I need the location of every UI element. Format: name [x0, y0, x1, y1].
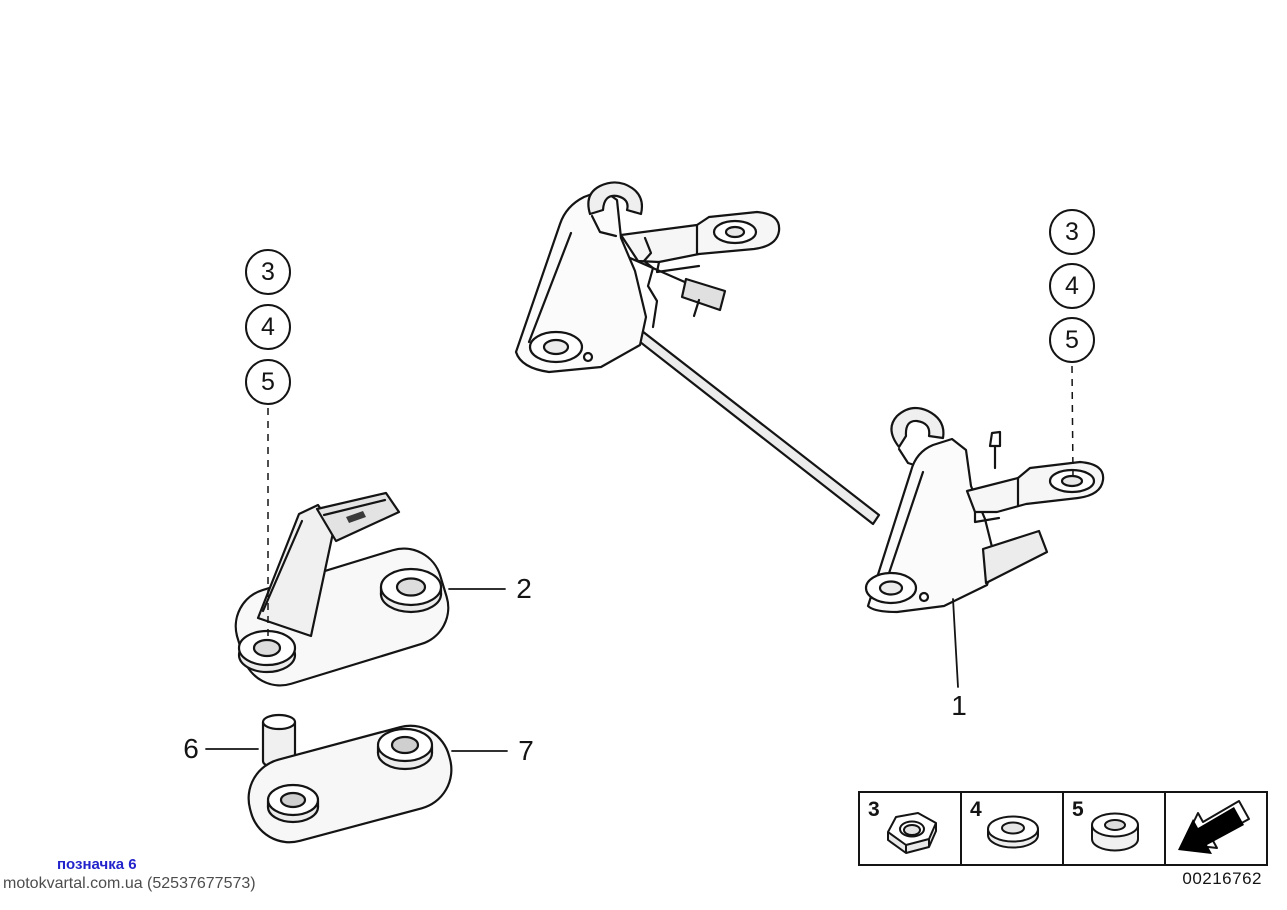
- direction-arrow-icon: [1178, 800, 1250, 854]
- document-number: 00216762: [1182, 869, 1262, 888]
- part-label-1: 1: [951, 690, 967, 721]
- part-label-7: 7: [518, 735, 534, 766]
- leader-lines: [205, 588, 959, 752]
- legend-arrow-cell: [1166, 793, 1266, 864]
- note-text: позначка 6: [57, 856, 137, 873]
- hex-nut-icon: [887, 812, 937, 854]
- legend-number-5: 5: [1072, 798, 1084, 821]
- link-plate-drawing: [247, 724, 453, 844]
- right-bracket-drawing: [864, 406, 1105, 614]
- watermark-text: motokvartal.com.ua (52537677573): [3, 875, 256, 892]
- legend-number-4: 4: [970, 798, 982, 821]
- part-label-6: 6: [183, 733, 199, 764]
- callout-number: 5: [1065, 325, 1079, 354]
- callout-dashed-lines: [267, 365, 1074, 642]
- flat-washer-icon: [987, 815, 1039, 849]
- callout-circle-right-5: 5: [1049, 317, 1095, 363]
- callout-circle-left-3: 3: [245, 249, 291, 295]
- legend-item-3-nut: 3: [860, 793, 962, 864]
- callout-number: 3: [1065, 217, 1079, 246]
- thick-washer-icon: [1091, 812, 1139, 852]
- callout-circle-right-3: 3: [1049, 209, 1095, 255]
- callout-circle-left-4: 4: [245, 304, 291, 350]
- legend-number-3: 3: [868, 798, 880, 821]
- legend-item-5-spacer: 5: [1064, 793, 1166, 864]
- upper-bracket-drawing: [514, 181, 781, 374]
- fastener-legend: 3 4 5: [858, 791, 1268, 866]
- callout-number: 3: [261, 257, 275, 286]
- callout-number: 4: [261, 312, 275, 341]
- callout-number: 5: [261, 367, 275, 396]
- callout-number: 4: [1065, 271, 1079, 300]
- callout-circle-right-4: 4: [1049, 263, 1095, 309]
- cross-rod-drawing: [624, 322, 881, 526]
- left-bracket-drawing: [234, 491, 450, 687]
- callout-circle-left-5: 5: [245, 359, 291, 405]
- part-label-2: 2: [516, 573, 532, 604]
- legend-item-4-washer: 4: [962, 793, 1064, 864]
